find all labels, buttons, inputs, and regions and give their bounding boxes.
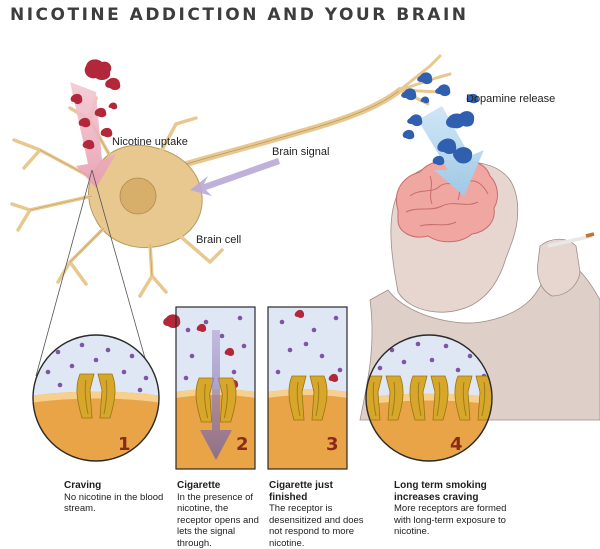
- panel-3-body: The receptor is desensitized and does no…: [269, 503, 373, 549]
- panel-3-number: 3: [326, 434, 339, 455]
- panel-1-heading: Craving: [64, 480, 166, 492]
- panel-2-caption: Cigarette In the presence of nicotine, t…: [177, 480, 263, 549]
- label-brain-signal: Brain signal: [272, 146, 329, 158]
- panel-1-body: No nicotine in the blood stream.: [64, 492, 166, 515]
- panel-4-caption: Long term smoking increases craving More…: [394, 480, 522, 538]
- brain-signal-arrow: [190, 158, 280, 196]
- panel-4-number: 4: [450, 434, 463, 455]
- panel-1-caption: Craving No nicotine in the blood stream.: [64, 480, 166, 515]
- label-nicotine-uptake: Nicotine uptake: [112, 136, 188, 148]
- diagram-title: NICOTINE ADDICTION AND YOUR BRAIN: [10, 5, 469, 25]
- panel-1-illustration: [30, 334, 162, 464]
- panel-3-heading: Cigarette just finished: [269, 480, 373, 503]
- panel-4-heading: Long term smoking increases craving: [394, 480, 522, 503]
- label-dopamine-release: Dopamine release: [466, 93, 555, 105]
- panel-4-body: More receptors are formed with long-term…: [394, 503, 522, 538]
- panel-1-number: 1: [118, 434, 131, 455]
- panel-2-body: In the presence of nicotine, the recepto…: [177, 492, 263, 549]
- panel-2-number: 2: [236, 434, 249, 455]
- panel-3-caption: Cigarette just finished The receptor is …: [269, 480, 373, 549]
- label-brain-cell: Brain cell: [196, 234, 241, 246]
- panel-2-heading: Cigarette: [177, 480, 263, 492]
